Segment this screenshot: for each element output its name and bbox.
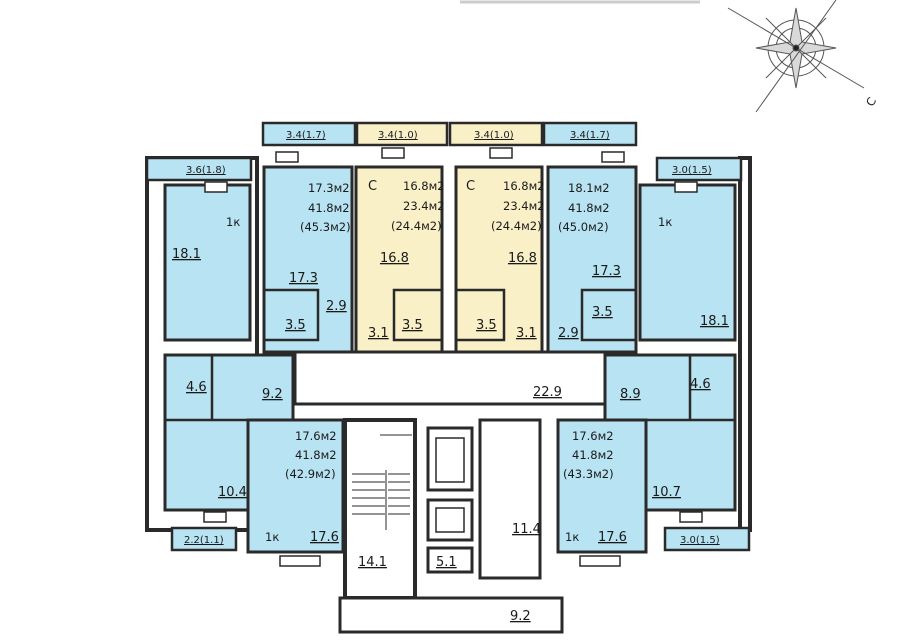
studio-type: С: [466, 179, 475, 194]
balcony-label: 3.6(1.8): [186, 165, 226, 176]
hall-area: 8.9: [620, 387, 641, 402]
studio-area-with-balcony: (24.4м2): [391, 219, 442, 233]
studio-area-living: 16.8м2: [503, 179, 545, 193]
apt-area-total: 41.8м2: [308, 201, 350, 215]
kitchen-area: 17.3: [289, 271, 318, 286]
bath-area: 4.6: [690, 377, 711, 392]
bath-area: 3.5: [285, 318, 306, 333]
apt-area-living: 17.3м2: [308, 181, 350, 195]
studio-hall-area: 3.1: [368, 326, 389, 341]
apt-area-with-balcony: (45.0м2): [558, 220, 609, 234]
lift-hall-area-label: 11.4: [512, 522, 541, 537]
room-area: 18.1: [700, 314, 729, 329]
balcony-label: 3.4(1.7): [286, 130, 326, 141]
studio-room-area: 16.8: [508, 251, 537, 266]
apt-bottom-right-room: [556, 418, 648, 554]
corridor-area: [293, 350, 607, 406]
balcony-label: 2.2(1.1): [184, 535, 224, 546]
apt-room-type: 1к: [658, 215, 672, 229]
hall-area: 9.2: [262, 387, 283, 402]
corridor-area-label: 22.9: [533, 385, 562, 400]
apt-area-living: 18.1м2: [568, 181, 610, 195]
apt-area-total: 41.8м2: [295, 448, 337, 462]
balcony-label: 3.4(1.0): [474, 130, 514, 141]
studio-hall-area: 3.1: [516, 326, 537, 341]
studio-area-total: 23.4м2: [503, 199, 545, 213]
apt-room-type: 1к: [265, 530, 279, 544]
entrance-area: [338, 596, 564, 634]
stair-area: [343, 418, 417, 600]
studio-area-living: 16.8м2: [403, 179, 445, 193]
apt-area-total: 41.8м2: [572, 448, 614, 462]
apt-top-right-kitchen: [546, 165, 638, 354]
apt-top-left-kitchen: [262, 165, 354, 354]
entrance-area-label: 9.2: [510, 609, 531, 624]
studio-bath-area: 3.5: [476, 318, 497, 333]
bath-area: 3.5: [592, 305, 613, 320]
studio-right-area: [454, 165, 544, 354]
studio-room-area: 16.8: [380, 251, 409, 266]
room-area: 17.6: [310, 530, 339, 545]
balcony-label: 3.4(1.7): [570, 130, 610, 141]
kitchen-area: 10.7: [652, 485, 681, 500]
kitchen-area: 10.4: [218, 485, 247, 500]
apt-area-with-balcony: (42.9м2): [285, 467, 336, 481]
compass-rose-icon: [727, 0, 865, 113]
studio-left-area: [354, 165, 444, 354]
apt-top-right-room: [638, 183, 737, 342]
bath-area: 4.6: [186, 380, 207, 395]
apt-bottom-left-room: [246, 418, 345, 554]
apt-area-living: 17.6м2: [295, 429, 337, 443]
studio-bath-area: 3.5: [402, 318, 423, 333]
kitchen-area: 17.3: [592, 264, 621, 279]
apt-area-with-balcony: (43.3м2): [563, 467, 614, 481]
stair-area-label: 14.1: [358, 555, 387, 570]
apt-area-living: 17.6м2: [572, 429, 614, 443]
studio-area-total: 23.4м2: [403, 199, 445, 213]
apt-room-type: 1к: [565, 530, 579, 544]
balcony-label: 3.0(1.5): [672, 165, 712, 176]
balcony-label: 3.4(1.0): [378, 130, 418, 141]
apt-area-with-balcony: (45.3м2): [300, 220, 351, 234]
room-area: 17.6: [598, 530, 627, 545]
apt-room-type: 1к: [226, 215, 240, 229]
hall-area: 2.9: [558, 326, 579, 341]
room-area: 18.1: [172, 247, 201, 262]
balcony-label: 3.0(1.5): [680, 535, 720, 546]
compass-letter: С: [863, 95, 879, 109]
studio-type: С: [368, 179, 377, 194]
tech-room-area-label: 5.1: [436, 555, 457, 570]
apt-area-total: 41.8м2: [568, 201, 610, 215]
apt-top-left-room: [163, 183, 252, 342]
hall-area: 2.9: [326, 299, 347, 314]
studio-area-with-balcony: (24.4м2): [491, 219, 542, 233]
